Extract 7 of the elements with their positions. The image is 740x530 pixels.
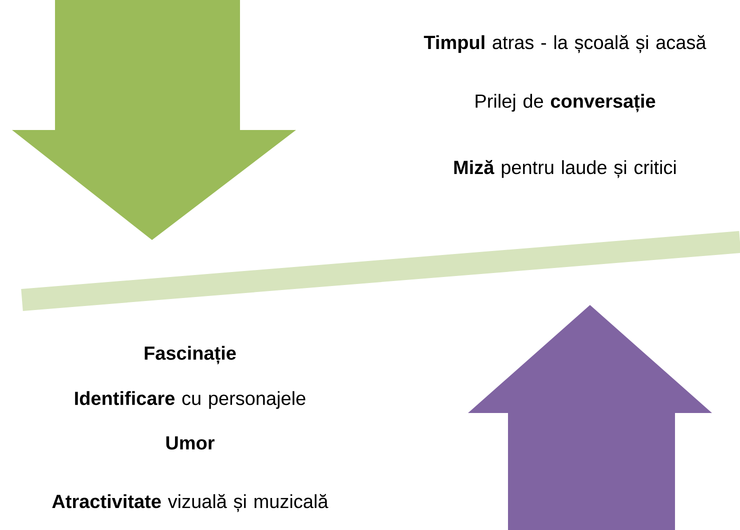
text-line: Timpul atras - la școală și acasă: [424, 34, 706, 54]
text-line: Miză pentru laude și critici: [454, 160, 676, 178]
text-line: Umor: [166, 436, 215, 450]
text-line: Fascinație: [144, 346, 236, 364]
text-line: Identificare cu personajele: [75, 391, 306, 409]
text-line: Prilej de conversație: [476, 94, 656, 112]
text-line: Atractivitate vizuală și muzicală: [52, 494, 328, 512]
